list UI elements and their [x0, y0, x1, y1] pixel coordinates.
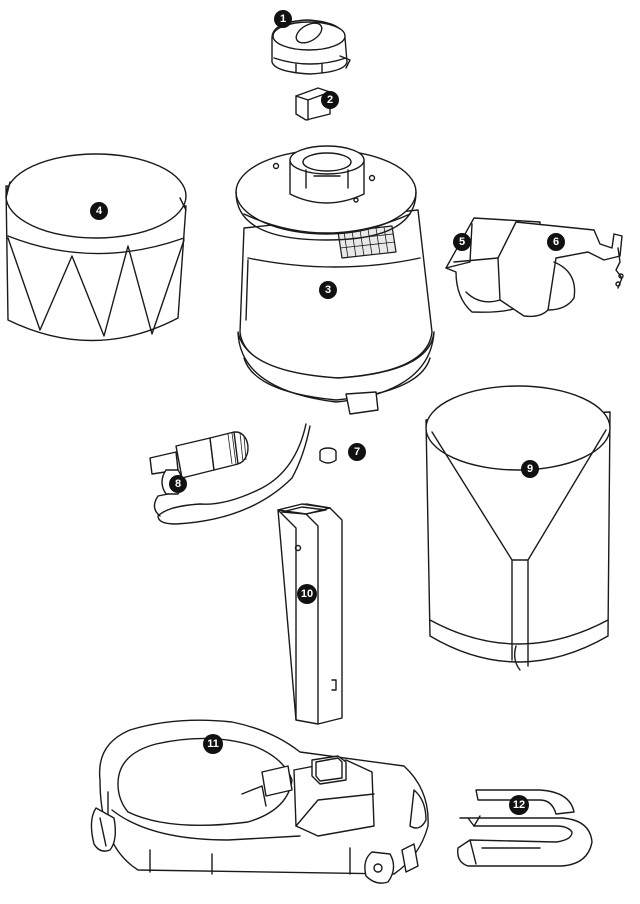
badge-label: 1	[280, 13, 286, 25]
parts-5-6-side-tray	[446, 218, 623, 316]
badge-part-5: 5	[453, 233, 471, 251]
badge-part-6: 6	[547, 233, 565, 251]
badge-part-11: 11	[203, 734, 223, 754]
part-4-drum-cover	[6, 154, 186, 341]
badge-label: 12	[513, 799, 525, 811]
badge-label: 3	[325, 284, 331, 296]
badge-part-8: 8	[169, 475, 187, 493]
badge-label: 10	[301, 588, 313, 600]
part-9-cone-bag	[426, 386, 610, 670]
badge-label: 8	[175, 478, 181, 490]
badge-part-3: 3	[319, 281, 337, 299]
part-7-knob	[320, 448, 336, 463]
badge-label: 7	[354, 446, 360, 458]
badge-label: 5	[459, 236, 465, 248]
badge-part-2: 2	[321, 91, 339, 109]
badge-label: 4	[96, 205, 103, 217]
part-10-post-tube	[278, 504, 342, 724]
badge-part-1: 1	[274, 10, 292, 28]
badge-label: 9	[527, 463, 533, 475]
badge-label: 2	[327, 94, 333, 106]
badge-part-7: 7	[348, 443, 366, 461]
part-3-hopper-body	[236, 146, 434, 414]
part-11-base-tray	[91, 720, 428, 883]
badge-label: 6	[553, 236, 559, 248]
badge-part-4: 4	[90, 202, 108, 220]
badge-part-10: 10	[297, 584, 317, 604]
badge-label: 11	[207, 738, 219, 750]
badge-part-9: 9	[521, 460, 539, 478]
badge-part-12: 12	[509, 795, 529, 815]
